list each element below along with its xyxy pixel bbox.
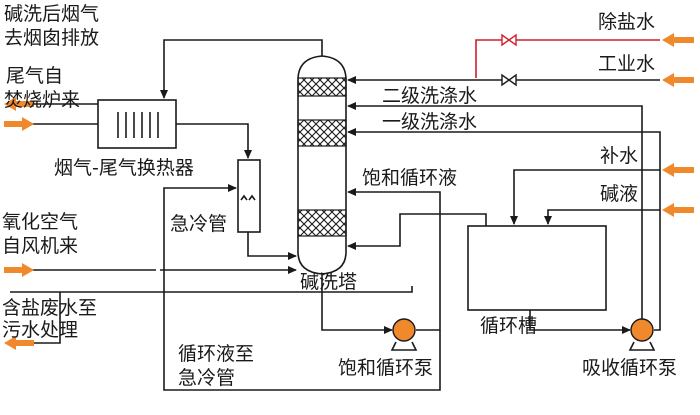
absorb-pump-icon (628, 318, 656, 351)
line-secondary-wash (347, 102, 643, 319)
arrow-exhaust-out-icon (4, 97, 34, 111)
label-saturated-pump: 饱和循环泵 (338, 357, 433, 379)
line-tank-to-absorb-pump (529, 310, 631, 334)
label-demineralized-water: 除盐水 (598, 11, 655, 33)
line-saturated-liquid (347, 188, 441, 331)
circulation-tank (467, 225, 607, 311)
line-quench-to-tower (247, 232, 297, 260)
label-circ-to-quench-1: 循环液至 (178, 343, 254, 365)
saturated-pump-icon (390, 318, 418, 351)
packing-layer-top (297, 77, 347, 97)
line-alkali (544, 209, 660, 225)
line-saline-out (10, 286, 413, 293)
line-tower-top-to-exchanger (160, 39, 323, 99)
line-primary-wash (347, 128, 661, 331)
packing-layer-middle (297, 119, 347, 147)
label-primary-wash: 一级洗涤水 (382, 111, 477, 133)
packing-layer-bottom (297, 209, 347, 237)
label-quench-pipe: 急冷管 (170, 213, 227, 235)
scrubber-tower (297, 55, 347, 275)
line-demin-water (475, 39, 660, 78)
label-exhaust-out-2: 去烟囱排放 (4, 27, 99, 49)
label-scrubber-tower: 碱洗塔 (300, 271, 357, 293)
label-alkali-solution: 碱液 (600, 183, 638, 205)
label-heat-exchanger: 烟气-尾气换热器 (54, 157, 194, 179)
label-oxidation-air-2: 自风机来 (2, 235, 78, 257)
label-makeup-water: 补水 (600, 145, 638, 167)
valve-industrial-icon (501, 73, 517, 87)
label-tail-gas-in-1: 尾气自 (6, 65, 63, 87)
label-absorb-pump: 吸收循环泵 (582, 357, 677, 379)
heat-exchanger (97, 99, 177, 149)
arrow-industrial-in-icon (662, 73, 694, 87)
label-oxidation-air-1: 氧化空气 (2, 211, 78, 233)
label-industrial-water: 工业水 (598, 53, 655, 75)
label-circ-to-quench-2: 急冷管 (178, 367, 235, 389)
arrow-saline-out-icon (4, 336, 34, 350)
label-circulation-tank: 循环槽 (480, 315, 537, 337)
label-exhaust-out-1: 碱洗后烟气 (4, 3, 99, 25)
arrow-makeup-in-icon (662, 163, 694, 177)
arrow-tail-gas-in-icon (4, 117, 34, 131)
label-saturated-liquid: 饱和循环液 (362, 167, 457, 189)
label-tail-gas-in-2: 焚烧炉来 (4, 89, 80, 111)
line-exchanger-to-quench (176, 123, 252, 159)
line-tank-to-tower (347, 213, 487, 250)
label-secondary-wash: 二级洗涤水 (382, 85, 477, 107)
valve-demin-icon (501, 33, 517, 47)
label-saline-wastewater-2: 污水处理 (2, 319, 78, 341)
arrow-oxidation-air-icon (4, 263, 34, 277)
line-tower-to-sat-pump (321, 274, 393, 334)
quench-pipe (237, 159, 261, 233)
line-makeup-water (510, 169, 660, 225)
label-saline-wastewater-1: 含盐废水至 (2, 297, 97, 319)
arrow-alkali-in-icon (662, 203, 694, 217)
arrow-demin-in-icon (662, 33, 694, 47)
line-circ-to-quench (163, 184, 441, 391)
